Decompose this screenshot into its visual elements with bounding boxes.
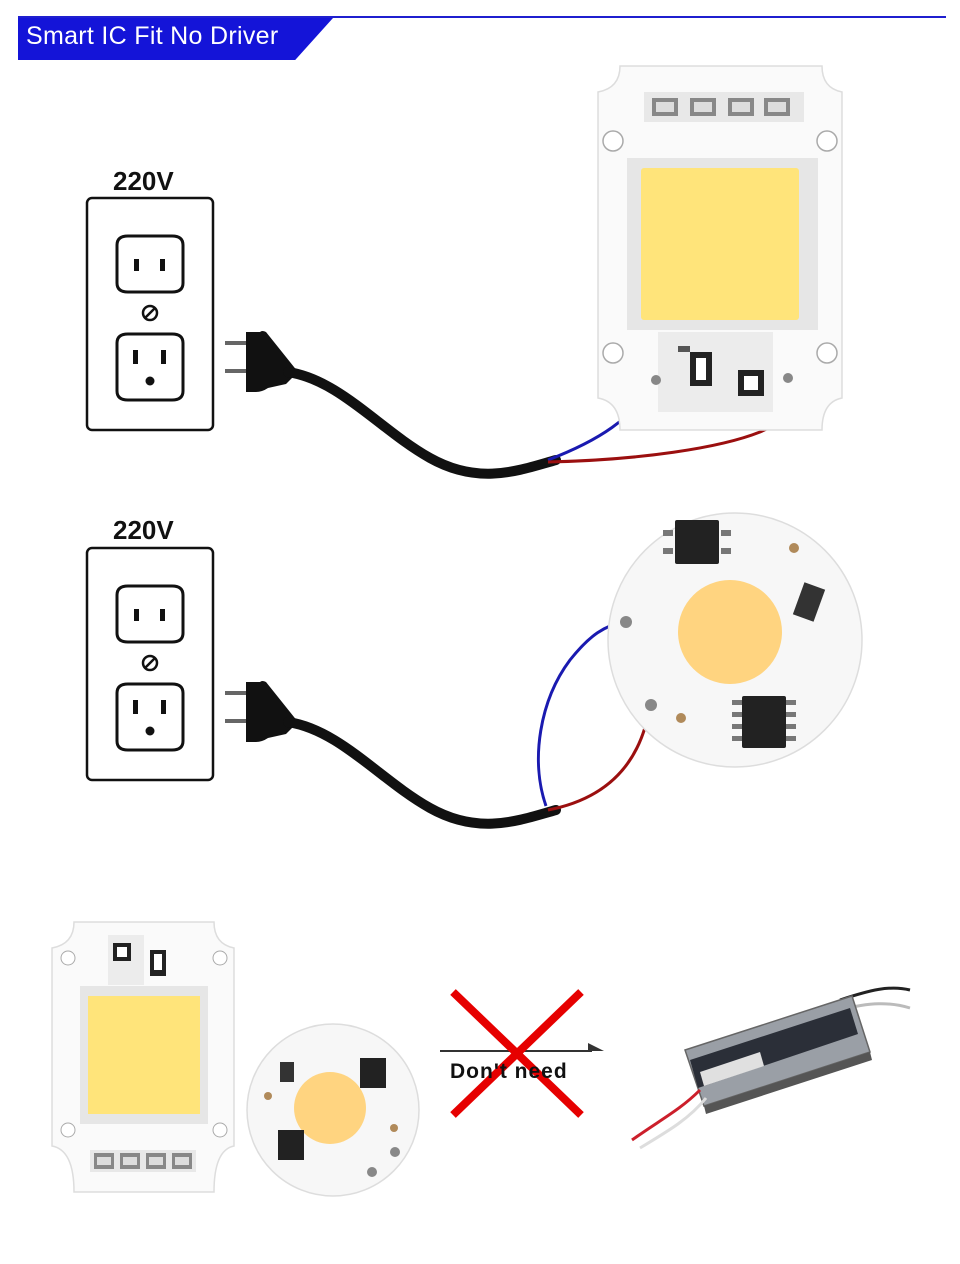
led-cob-round: [607, 512, 863, 768]
header-rule: [18, 16, 946, 18]
voltage-label-2: 220V: [113, 515, 174, 545]
header-banner: [18, 18, 333, 60]
led-cob-square-small: [51, 921, 235, 1193]
page-title: Smart IC Fit No Driver: [26, 22, 279, 50]
led-driver: [631, 986, 911, 1150]
plug-icon: [225, 331, 298, 392]
led-cob-round-small: [246, 1023, 420, 1197]
voltage-label-1: 220V: [113, 166, 174, 196]
outlet-icon: [85, 196, 215, 432]
cross-icon: [440, 989, 604, 1118]
plug-icon: [225, 681, 298, 742]
led-cob-square: [597, 65, 843, 431]
outlet-icon: [85, 546, 215, 782]
dont-need-label: Don't need: [450, 1060, 568, 1083]
